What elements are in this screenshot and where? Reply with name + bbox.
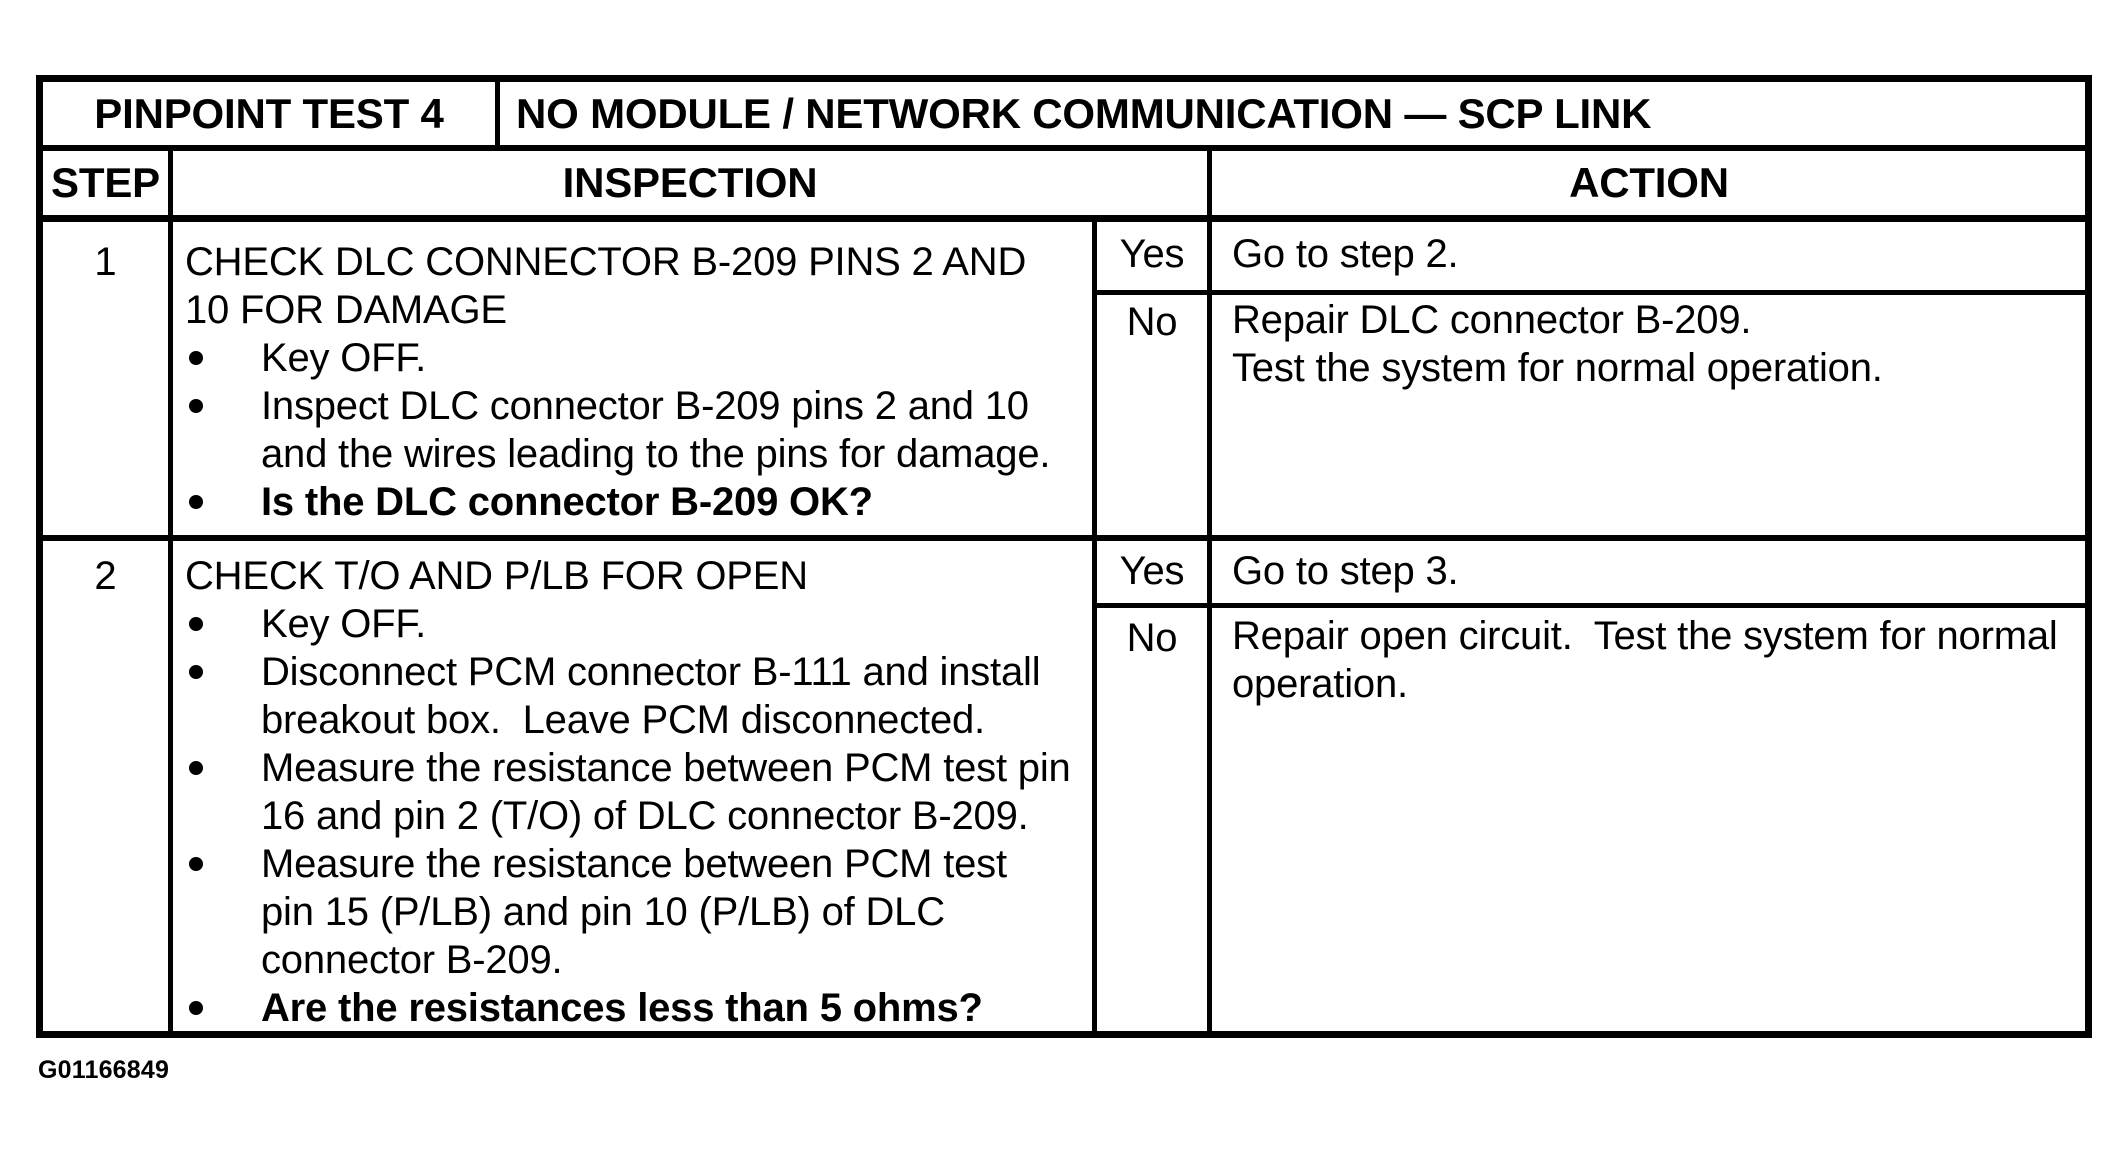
table-outer-border <box>36 75 2092 1038</box>
column-header-inspection: INSPECTION <box>562 159 818 206</box>
step1-number: 1 <box>94 240 117 284</box>
step2-yes-no-divider <box>1092 603 2092 608</box>
column-header-step: STEP <box>51 159 160 206</box>
step2-bullet-3: Measure the resistance between PCM test … <box>185 744 1085 840</box>
step1-bullet-1: Key OFF. <box>185 334 1085 382</box>
title-column-divider <box>495 75 500 151</box>
pinpoint-test-label: PINPOINT TEST 4 <box>94 89 444 137</box>
step-column-divider <box>168 145 173 1038</box>
figure-id: G01166849 <box>38 1056 170 1084</box>
step1-no-label: No <box>1126 300 1178 344</box>
step2-bullet-1: Key OFF. <box>185 600 1085 648</box>
step1-no-action: Repair DLC connector B-209. Test the sys… <box>1232 298 1883 390</box>
column-header-action: ACTION <box>1569 159 1729 206</box>
step1-inspection-cell: CHECK DLC CONNECTOR B-209 PINS 2 AND 10 … <box>185 238 1085 526</box>
step1-bullet-2: Inspect DLC connector B-209 pins 2 and 1… <box>185 382 1085 478</box>
step2-inspection-heading: CHECK T/O AND P/LB FOR OPEN <box>185 554 808 598</box>
step2-yes-action: Go to step 3. <box>1232 548 1459 593</box>
action-column-divider <box>1207 145 1212 1038</box>
step1-inspection-bullets: Key OFF. Inspect DLC connector B-209 pin… <box>185 334 1085 526</box>
step1-bullet-question: Is the DLC connector B-209 OK? <box>185 478 1085 526</box>
header-row-divider <box>36 215 2092 222</box>
yesno-column-divider <box>1092 218 1097 1038</box>
step2-no-action: Repair open circuit. Test the system for… <box>1232 614 2058 706</box>
step1-yes-no-divider <box>1092 290 2092 295</box>
title-row-divider <box>36 145 2092 151</box>
step2-number: 2 <box>94 554 117 598</box>
step2-bullet-2: Disconnect PCM connector B-111 and insta… <box>185 648 1085 744</box>
step2-inspection-bullets: Key OFF. Disconnect PCM connector B-111 … <box>185 600 1085 1032</box>
step2-bullet-4: Measure the resistance between PCM test … <box>185 840 1085 984</box>
step2-bullet-question: Are the resistances less than 5 ohms? <box>185 984 1085 1032</box>
pinpoint-test-title: NO MODULE / NETWORK COMMUNICATION — SCP … <box>516 89 1652 137</box>
step1-yes-action: Go to step 2. <box>1232 232 1459 276</box>
step1-inspection-heading: CHECK DLC CONNECTOR B-209 PINS 2 AND 10 … <box>185 240 1027 332</box>
step2-inspection-cell: CHECK T/O AND P/LB FOR OPEN Key OFF. Dis… <box>185 552 1085 1032</box>
step2-no-label: No <box>1126 616 1178 660</box>
step2-yes-label: Yes <box>1119 548 1185 593</box>
step1-yes-label: Yes <box>1119 232 1185 276</box>
step1-row-divider <box>36 535 2092 541</box>
